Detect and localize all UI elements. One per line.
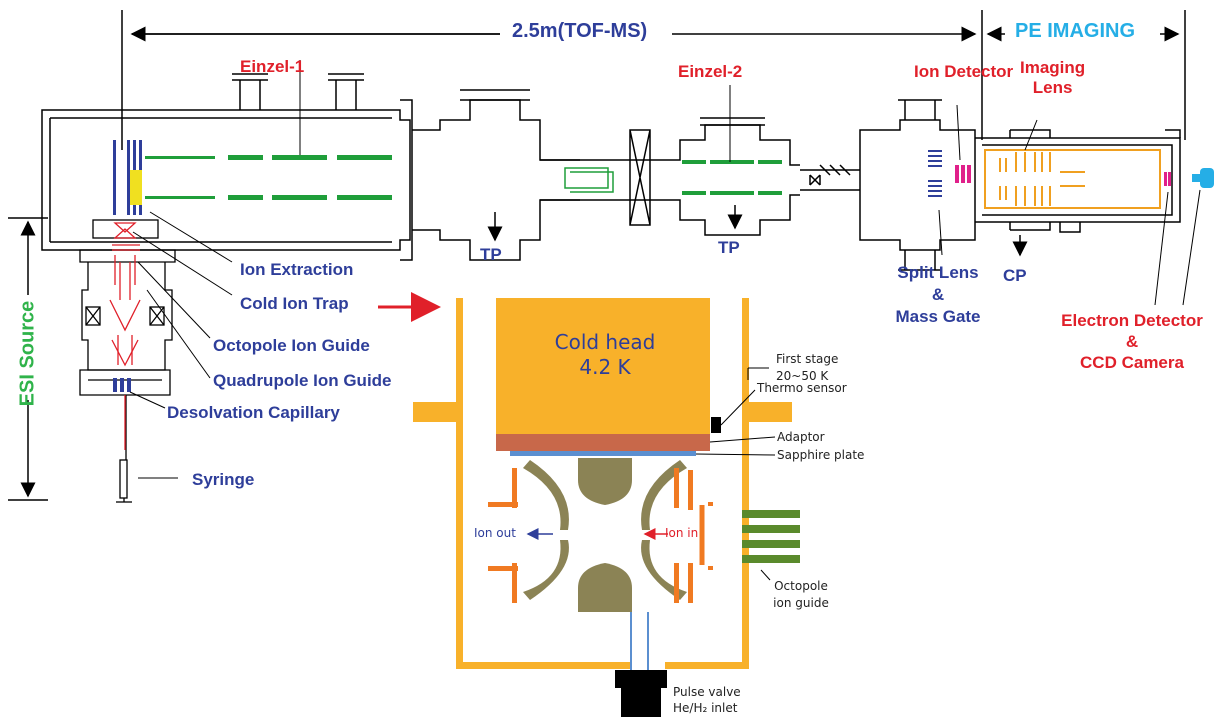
- cold-head-block: [496, 298, 710, 434]
- split-lens: [928, 150, 942, 197]
- pe-dimension-line: [986, 10, 1186, 140]
- cold-trap-small: [109, 222, 141, 450]
- tp1-label: TP: [480, 245, 502, 264]
- electron-detector-label-line3: CCD Camera: [1080, 353, 1184, 372]
- ion-detector-element: [955, 165, 971, 183]
- cold-trap-detail: [413, 298, 800, 717]
- source-blue-parts: [113, 378, 131, 392]
- ion-extraction-label: Ion Extraction: [240, 260, 354, 279]
- first-stage-label: First stage 20~50 K: [776, 351, 838, 385]
- deflector-plates: [564, 167, 614, 193]
- octopole-guide-label-line1: Octopole: [774, 579, 828, 593]
- thermo-sensor-label: Thermo sensor: [757, 381, 847, 395]
- imaging-lens-label: Imaging Lens: [1020, 58, 1085, 98]
- pump-arrows: [487, 205, 1028, 257]
- cold-head-label: Cold head 4.2 K: [530, 330, 680, 380]
- first-stage-label-line1: First stage: [776, 352, 839, 366]
- electron-detector-element: [1164, 172, 1171, 186]
- first-stage-label-line2: 20~50 K: [776, 369, 829, 383]
- pulse-valve-label: Pulse valve He/H₂ inlet: [673, 684, 741, 716]
- tof-length-label: 2.5m(TOF-MS): [512, 20, 648, 42]
- esi-dimension-line: [8, 217, 48, 501]
- tof-dimension-line: [121, 10, 983, 150]
- quadrupole-ion-guide-label: Quadrupole Ion Guide: [213, 371, 392, 390]
- einzel1-label: Einzel-1: [240, 57, 305, 76]
- octopole-guide-label: Octopole ion guide: [766, 578, 836, 612]
- desolvation-capillary-label: Desolvation Capillary: [167, 403, 340, 422]
- einzel2-label: Einzel-2: [678, 62, 743, 81]
- cold-head-label-line1: Cold head: [554, 330, 656, 354]
- syringe-label: Syringe: [192, 470, 255, 489]
- cold-ion-trap-label: Cold Ion Trap: [240, 294, 349, 313]
- electron-detector-label: Electron Detector & CCD Camera: [1050, 310, 1214, 373]
- electron-detector-label-line1: Electron Detector: [1061, 311, 1203, 330]
- sapphire-plate-block: [510, 451, 696, 456]
- imaging-lens-label-line2: Lens: [1032, 78, 1073, 97]
- imaging-lens-label-line1: Imaging: [1020, 58, 1086, 77]
- ion-extraction-electrodes: [113, 140, 142, 215]
- imaging-lens-electrodes: [984, 149, 1161, 209]
- adaptor-block: [496, 434, 710, 451]
- pulse-valve-label-line2: He/H₂ inlet: [673, 701, 738, 715]
- ion-in-label: Ion in: [665, 526, 699, 540]
- leader-lines: [129, 60, 1201, 479]
- tp2-label: TP: [718, 238, 740, 257]
- split-lens-label-line3: Mass Gate: [895, 307, 981, 326]
- split-lens-label: Split Lens & Mass Gate: [888, 262, 988, 328]
- octopole-ion-guide-label: Octopole Ion Guide: [213, 336, 370, 355]
- cold-head-label-line2: 4.2 K: [579, 355, 631, 379]
- ion-detector-label: Ion Detector: [914, 62, 1014, 81]
- split-lens-label-line2: &: [931, 285, 945, 304]
- ccd-camera-icon: [1192, 168, 1214, 188]
- sapphire-plate-label: Sapphire plate: [777, 448, 865, 462]
- ion-out-label: Ion out: [474, 526, 516, 540]
- ion-optic-rods: [145, 155, 782, 200]
- octopole-rods-detail: [742, 510, 800, 563]
- pe-imaging-label: PE IMAGING: [1015, 20, 1136, 42]
- pulse-valve-block: [615, 670, 667, 717]
- pulse-valve-label-line1: Pulse valve: [673, 685, 741, 699]
- split-lens-label-line1: Split Lens: [897, 263, 979, 282]
- cp-label: CP: [1003, 266, 1027, 285]
- adaptor-label: Adaptor: [777, 430, 825, 444]
- octopole-guide-label-line2: ion guide: [773, 596, 829, 610]
- electron-detector-label-line2: &: [1125, 332, 1139, 351]
- vacuum-chamber-outline: [41, 73, 1181, 271]
- thermo-sensor-block: [711, 417, 721, 433]
- esi-source-label: ESI Source: [16, 300, 39, 407]
